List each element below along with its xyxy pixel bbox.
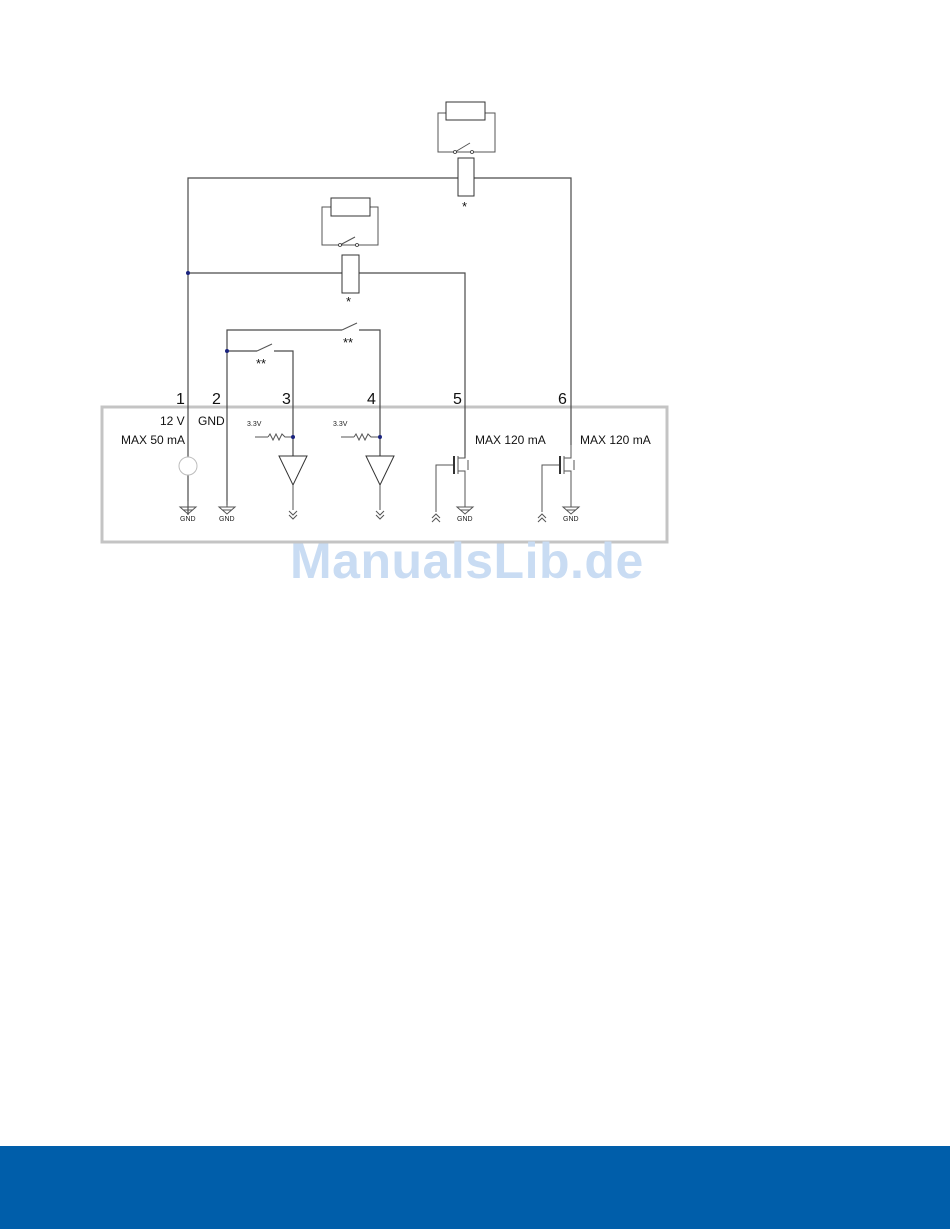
pullup-voltage-label: 3.3V (247, 421, 262, 428)
junction-dot (225, 349, 229, 353)
input-switches (225, 323, 380, 505)
load-middle (331, 198, 370, 216)
pin5-output-transistor (432, 455, 473, 522)
junction-dot (378, 435, 382, 439)
current-source-icon (179, 457, 197, 475)
relay-footnote-marker: * (462, 199, 467, 214)
junction-dot (186, 271, 190, 275)
buffer-icon (366, 456, 394, 485)
buffer-icon (279, 456, 307, 485)
pin-number: 6 (558, 391, 567, 408)
pullup-voltage-label: 3.3V (333, 421, 348, 428)
pin6-output-transistor (538, 445, 579, 522)
ground-label: GND (180, 516, 196, 523)
switch-footnote-marker: ** (343, 335, 353, 350)
pin-number: 1 (176, 391, 185, 408)
pin5-current-label: MAX 120 mA (475, 433, 546, 447)
junction-dot (291, 435, 295, 439)
pin1-voltage-label: 12 V (160, 414, 185, 428)
footer-bar (0, 1146, 950, 1229)
pin-number: 4 (367, 391, 376, 408)
ground-label: GND (457, 516, 473, 523)
pin-number: 5 (453, 391, 462, 408)
watermark: ManualsLib.de (290, 532, 644, 590)
pin4-input-circuit (341, 434, 394, 519)
pin6-current-label: MAX 120 mA (580, 433, 651, 447)
pin1-current-label: MAX 50 mA (121, 433, 185, 447)
relay-coil-middle (342, 255, 359, 293)
switch-footnote-marker: ** (256, 356, 266, 371)
relay-coil-top (458, 158, 474, 196)
ground-label: GND (563, 516, 579, 523)
pin2-label: GND (198, 414, 225, 428)
ground-label: GND (219, 516, 235, 523)
pin-number: 3 (282, 391, 291, 408)
pin3-input-circuit (255, 434, 307, 519)
load-top (446, 102, 485, 120)
relay-footnote-marker: * (346, 294, 351, 309)
relay-circuit-middle (186, 198, 465, 458)
pin-number: 2 (212, 391, 221, 408)
